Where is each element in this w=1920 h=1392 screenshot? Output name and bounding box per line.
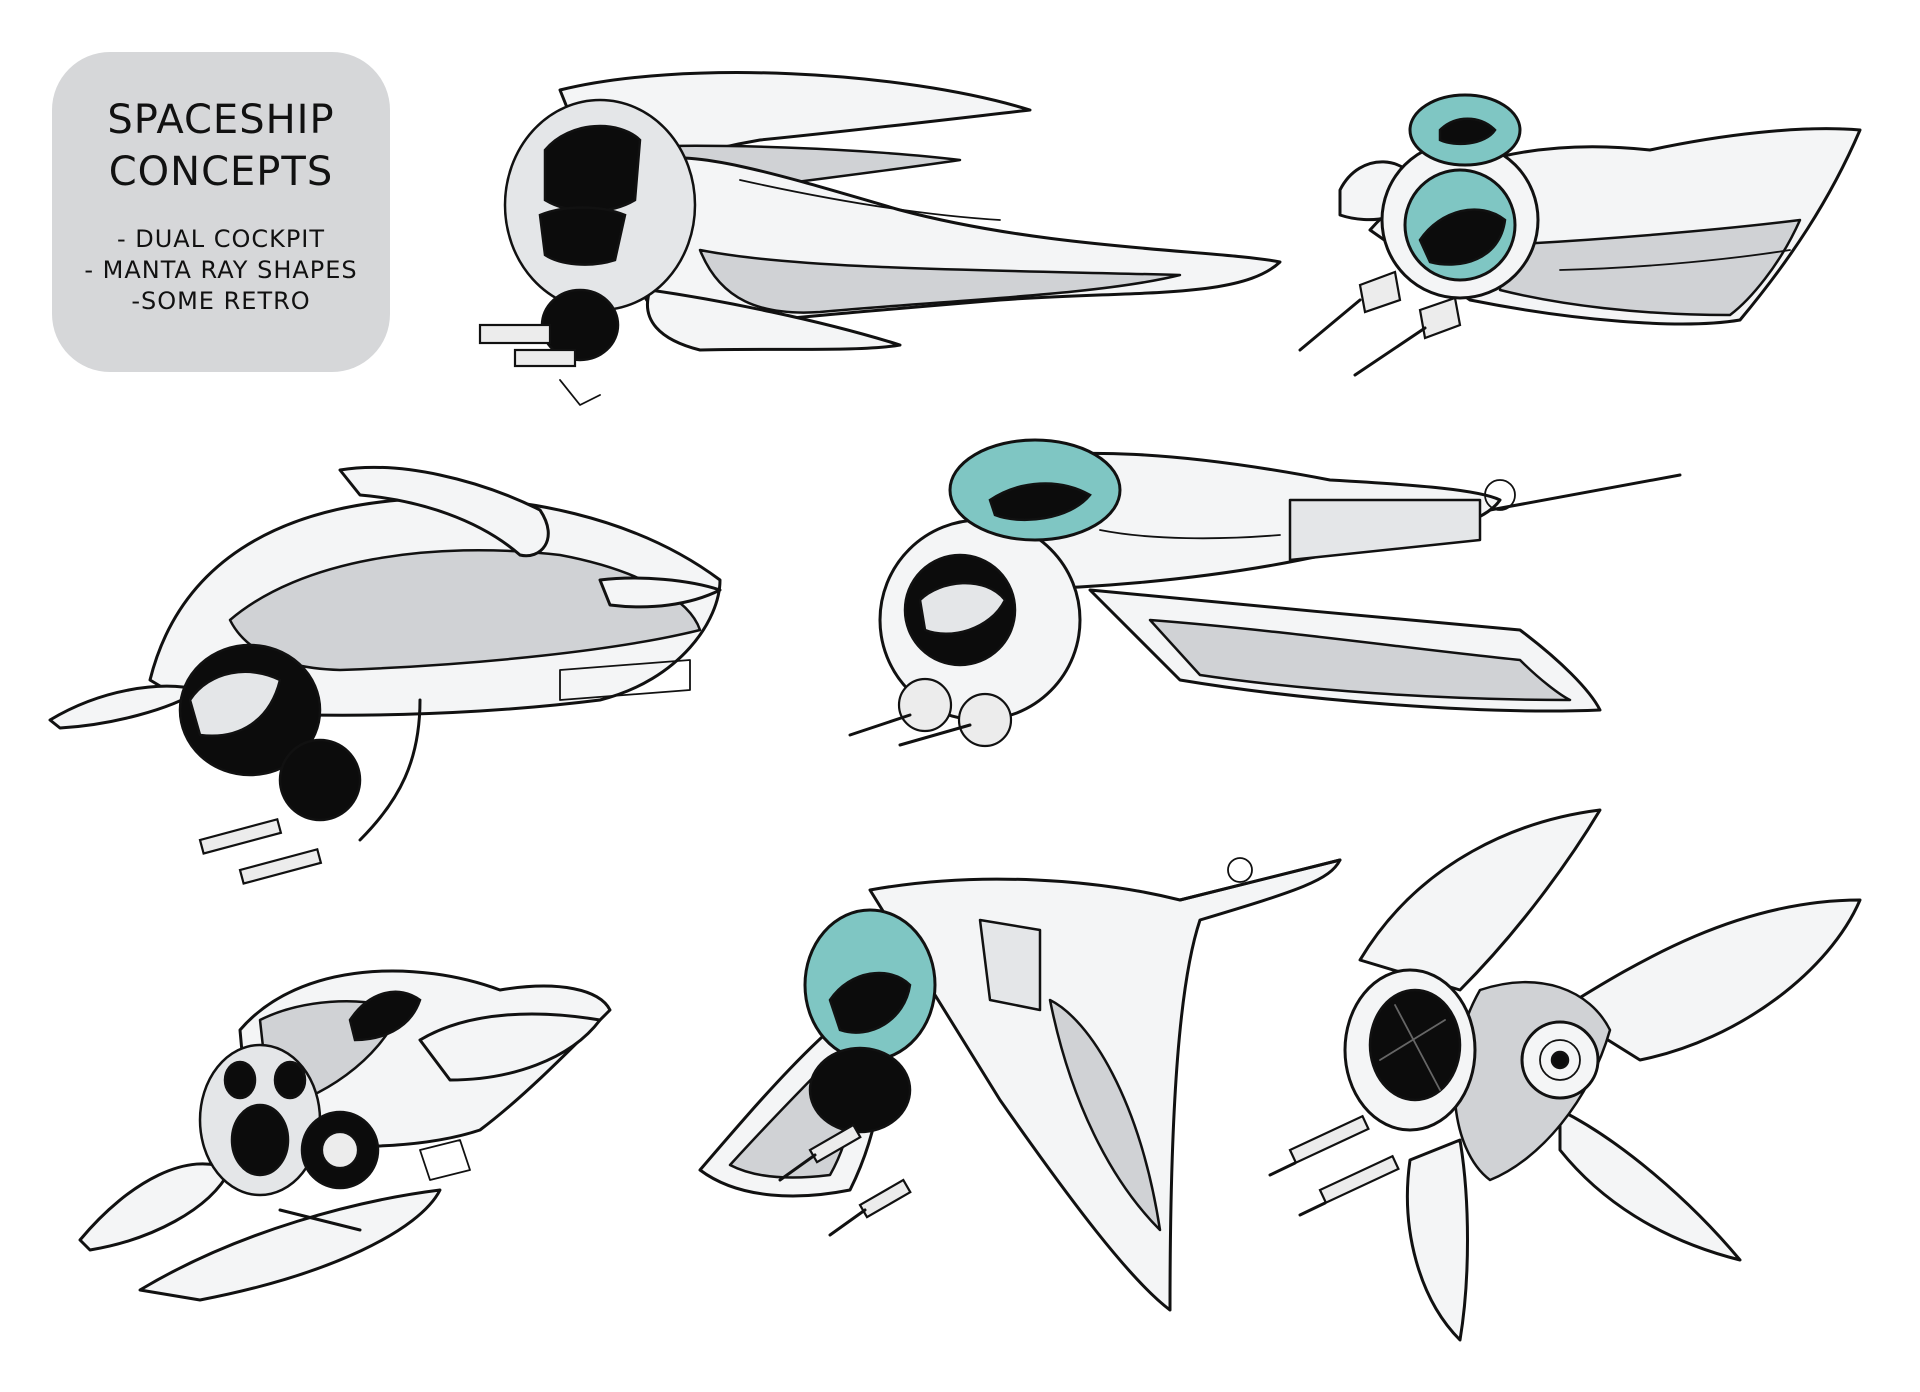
note-some-retro: -SOME RETRO — [131, 287, 311, 315]
ship-sketch-3 — [48, 465, 722, 885]
title-card: SPACESHIP CONCEPTS - DUAL COCKPIT - MANT… — [52, 52, 390, 372]
ship-sketch-6 — [698, 857, 1342, 1312]
ship-sketch-7 — [1268, 808, 1862, 1342]
ship-sketch-4 — [848, 438, 1682, 748]
title-line-1: SPACESHIP — [107, 97, 335, 143]
ship-sketch-1 — [478, 71, 1282, 406]
note-manta-ray-shapes: - MANTA RAY SHAPES — [84, 256, 358, 284]
title-line-2: CONCEPTS — [108, 149, 334, 195]
note-dual-cockpit: - DUAL COCKPIT — [116, 225, 326, 253]
ship-sketch-5 — [78, 969, 612, 1302]
ship-sketch-2 — [1298, 93, 1862, 377]
concept-notes: - DUAL COCKPIT - MANTA RAY SHAPES -SOME … — [52, 224, 390, 317]
